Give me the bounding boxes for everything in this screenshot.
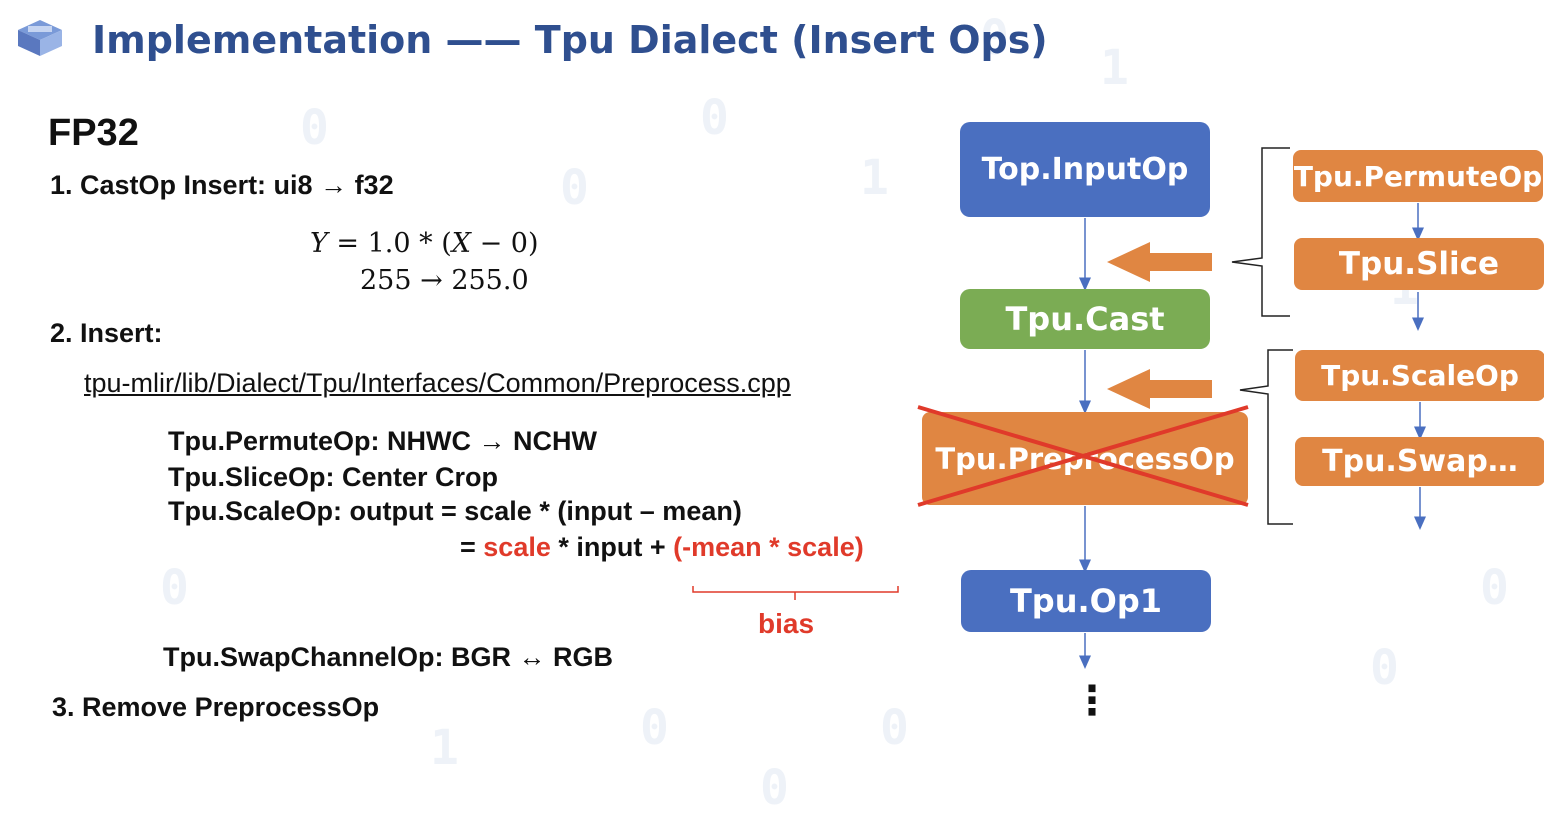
eq-x: X (451, 228, 471, 259)
side-scaleop-node: Tpu.ScaleOp (1295, 350, 1544, 401)
tpu-op1-node: Tpu.Op1 (961, 570, 1211, 632)
swapchannel-op-desc: Tpu.SwapChannelOp: BGR ↔ RGB (163, 642, 613, 672)
cast-example: 255 → 255.0 (360, 265, 529, 296)
bias-term: (-mean * scale) (673, 532, 864, 562)
eq-y: Y (310, 228, 328, 259)
step1-cast-insert: 1. CastOp Insert: ui8 → f32 (50, 170, 394, 200)
permute-op-desc: Tpu.PermuteOp: NHWC → NCHW (168, 426, 597, 456)
scale-op-expansion: = scale * input + (-mean * scale) (460, 532, 864, 563)
step3-remove: 3. Remove PreprocessOp (52, 692, 380, 722)
scale-op-desc: Tpu.ScaleOp: output = scale * (input – m… (168, 496, 742, 526)
step2-insert: 2. Insert: (50, 318, 163, 348)
bias-label: bias (758, 608, 815, 639)
brace-upper (1231, 147, 1290, 317)
eq-end: − 0) (471, 228, 539, 259)
input-term: * input + (550, 532, 674, 562)
ellipsis-vertical: ⋮ (1072, 679, 1112, 723)
eq-mid: = 1.0 * ( (327, 228, 452, 259)
cast-equation: Y = 1.0 * (X − 0) (310, 228, 539, 259)
side-swap-node: Tpu.Swap… (1295, 437, 1544, 486)
preprocess-source-path: tpu-mlir/lib/Dialect/Tpu/Interfaces/Comm… (84, 368, 791, 398)
fp32-heading: FP32 (48, 112, 139, 154)
top-inputop-node: Top.InputOp (960, 122, 1210, 217)
insert-arrow-lower (1107, 369, 1212, 409)
brace-lower (1239, 349, 1293, 525)
logo-icon (18, 20, 62, 56)
insert-arrow-upper (1107, 242, 1212, 282)
scale-term: scale (483, 532, 551, 562)
tpu-cast-node: Tpu.Cast (960, 289, 1210, 349)
page-title: Implementation —— Tpu Dialect (Insert Op… (92, 18, 1048, 62)
side-slice-node: Tpu.Slice (1294, 238, 1544, 290)
bias-brace (692, 586, 899, 600)
side-permuteop-node: Tpu.PermuteOp (1293, 150, 1543, 202)
scale-eq-sign: = (460, 532, 484, 562)
slice-op-desc: Tpu.SliceOp: Center Crop (168, 462, 499, 492)
